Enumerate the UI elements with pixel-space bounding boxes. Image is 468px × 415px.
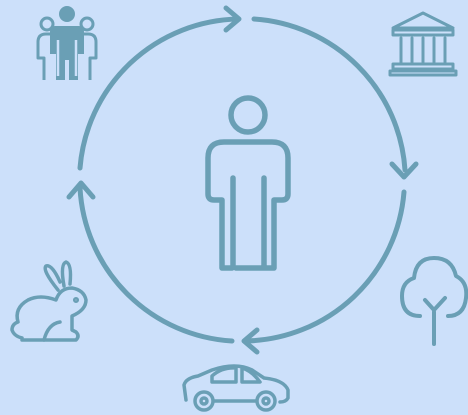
cycle-arc-left bbox=[77, 185, 235, 344]
arrow-top-right-icon bbox=[223, 5, 242, 33]
bank-building-icon bbox=[388, 11, 458, 77]
arrow-bottom-left-icon bbox=[241, 327, 260, 355]
cycle-ring bbox=[77, 16, 408, 344]
cycle-arc-right bbox=[251, 16, 408, 173]
car-icon bbox=[182, 364, 290, 412]
family-group-icon bbox=[36, 6, 98, 80]
cycle-arc-top bbox=[77, 16, 241, 171]
person-icon bbox=[205, 95, 291, 271]
rabbit-icon bbox=[10, 260, 88, 342]
tree-icon bbox=[400, 256, 468, 346]
cycle-arc-bottom bbox=[243, 189, 407, 344]
arrow-right-down-icon bbox=[389, 161, 419, 180]
arrow-left-up-icon bbox=[66, 180, 96, 200]
